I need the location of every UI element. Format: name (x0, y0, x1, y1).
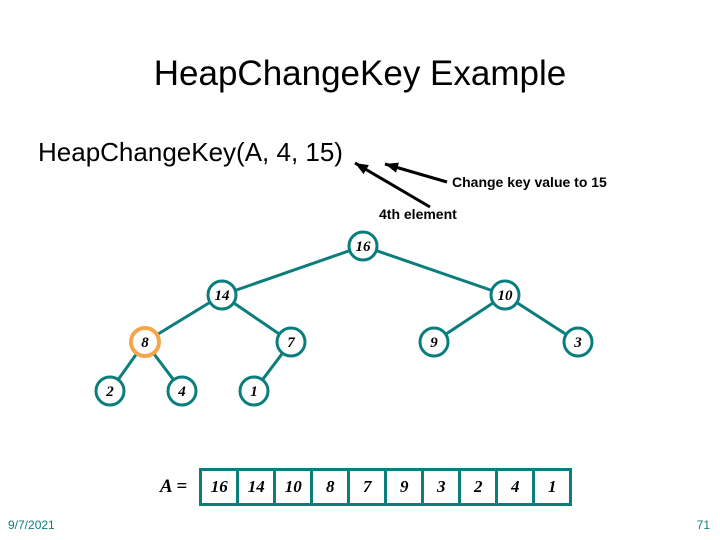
tree-node-label: 10 (498, 288, 514, 304)
array-cell[interactable]: 14 (239, 471, 277, 503)
tree-nodes-group: 16 14 10 8 7 9 3 2 4 1 (94, 230, 594, 407)
tree-node[interactable]: 1 (238, 375, 270, 407)
tree-node-circle-highlighted (129, 326, 161, 358)
footer-date: 9/7/2021 (8, 518, 55, 532)
tree-node[interactable]: 3 (562, 326, 594, 358)
tree-edges-group (108, 244, 580, 393)
array-cell[interactable]: 9 (387, 471, 425, 503)
tree-node-circle (562, 326, 594, 358)
tree-node[interactable]: 10 (489, 279, 521, 311)
function-call-signature: HeapChangeKey(A, 4, 15) (38, 137, 343, 167)
page-title: HeapChangeKey Example (153, 54, 567, 93)
array-cell[interactable]: 3 (424, 471, 462, 503)
tree-node-label: 16 (356, 239, 372, 255)
tree-node-circle (347, 230, 379, 262)
tree-node-circle (206, 279, 238, 311)
array-name-label: A = (160, 476, 188, 497)
footer-page-number: 71 (696, 518, 710, 532)
tree-node[interactable]: 4 (166, 375, 198, 407)
tree-node-label: 7 (287, 335, 295, 351)
tree-node[interactable]: 8 (129, 326, 161, 358)
tree-node-label: 14 (215, 288, 231, 304)
tree-node[interactable]: 9 (418, 326, 450, 358)
tree-node-circle (418, 326, 450, 358)
array-cell[interactable]: 7 (350, 471, 388, 503)
tree-node-label: 2 (105, 384, 114, 400)
tree-node-circle (238, 375, 270, 407)
tree-node[interactable]: 7 (275, 326, 307, 358)
array-cell[interactable]: 10 (276, 471, 314, 503)
annotation-change-key-label: Change key value to 15 (452, 174, 607, 190)
tree-node[interactable]: 14 (206, 279, 238, 311)
tree-node-circle (275, 326, 307, 358)
array-cell[interactable]: 8 (313, 471, 351, 503)
tree-node[interactable]: 2 (94, 375, 126, 407)
tree-edge (361, 244, 507, 297)
array-cell[interactable]: 4 (498, 471, 536, 503)
array-cell[interactable]: 1 (535, 471, 570, 503)
annotation-4th-element-label: 4th element (379, 206, 457, 222)
tree-node[interactable]: 16 (347, 230, 379, 262)
tree-node-circle (166, 375, 198, 407)
tree-node-label: 4 (177, 384, 186, 400)
tree-node-label: 8 (141, 335, 149, 351)
array-cell[interactable]: 16 (202, 471, 240, 503)
tree-edge (220, 244, 365, 297)
array-cell[interactable]: 2 (461, 471, 499, 503)
tree-node-label: 3 (573, 335, 582, 351)
tree-node-circle (489, 279, 521, 311)
tree-node-label: 9 (430, 335, 438, 351)
tree-node-label: 1 (250, 384, 258, 400)
tree-node-circle (94, 375, 126, 407)
